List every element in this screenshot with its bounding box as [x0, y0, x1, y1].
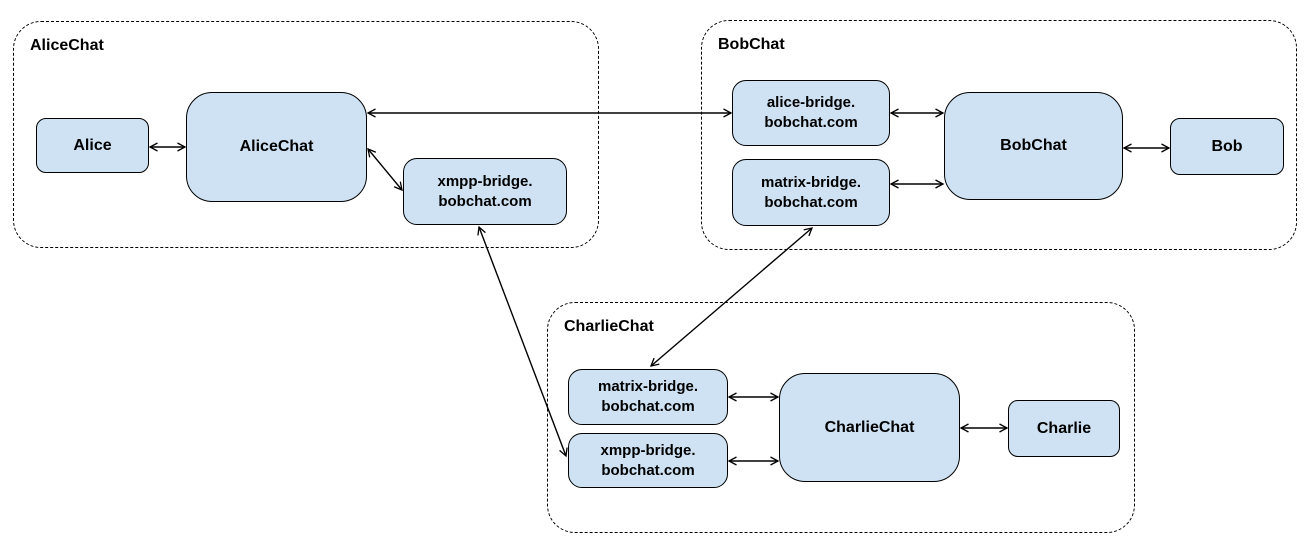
node-xmpp-bridge-alicechat-line2: bobchat.com [438, 192, 532, 210]
group-bobchat: BobChat [701, 20, 1297, 250]
node-alice-bridge-bobchat-line1: alice-bridge. [766, 94, 856, 111]
node-matrix-bridge-charliechat-line1: matrix-bridge. [597, 378, 699, 395]
node-matrix-bridge-charliechat: matrix-bridge. bobchat.com [568, 369, 728, 425]
node-bob-label: Bob [1211, 137, 1243, 155]
node-charlie: Charlie [1008, 400, 1120, 457]
group-bobchat-label: BobChat [718, 36, 785, 53]
node-bobchat-server-label: BobChat [1000, 137, 1067, 154]
node-alice: Alice [36, 118, 149, 173]
node-matrix-bridge-bobchat-line2: bobchat.com [764, 193, 858, 211]
node-charlie-label: Charlie [1036, 419, 1092, 437]
node-bob: Bob [1170, 118, 1284, 175]
node-xmpp-bridge-charliechat-line1: xmpp-bridge. [600, 441, 696, 459]
group-alicechat: AliceChat [13, 21, 599, 248]
node-matrix-bridge-bobchat: matrix-bridge. bobchat.com [732, 159, 890, 226]
node-alicechat-server: AliceChat [186, 92, 367, 202]
node-alice-bridge-bobchat: alice-bridge. bobchat.com [732, 80, 890, 146]
node-alice-bridge-bobchat-line2: bobchat.com [764, 114, 858, 131]
node-alice-label: Alice [73, 136, 112, 154]
node-charliechat-server-label: CharlieChat [824, 418, 915, 436]
node-xmpp-bridge-charliechat-line2: bobchat.com [601, 461, 695, 479]
node-xmpp-bridge-charliechat: xmpp-bridge. bobchat.com [568, 433, 728, 488]
node-matrix-bridge-bobchat-line1: matrix-bridge. [760, 173, 862, 191]
node-xmpp-bridge-alicechat-line1: xmpp-bridge. [437, 172, 533, 190]
node-bobchat-server: BobChat [944, 92, 1123, 200]
group-charliechat-label: CharlieChat [564, 318, 654, 335]
node-xmpp-bridge-alicechat: xmpp-bridge. bobchat.com [403, 158, 567, 225]
node-charliechat-server: CharlieChat [779, 373, 960, 482]
node-alicechat-server-label: AliceChat [239, 138, 314, 155]
node-matrix-bridge-charliechat-line2: bobchat.com [601, 398, 695, 415]
group-alicechat-label: AliceChat [30, 37, 104, 54]
